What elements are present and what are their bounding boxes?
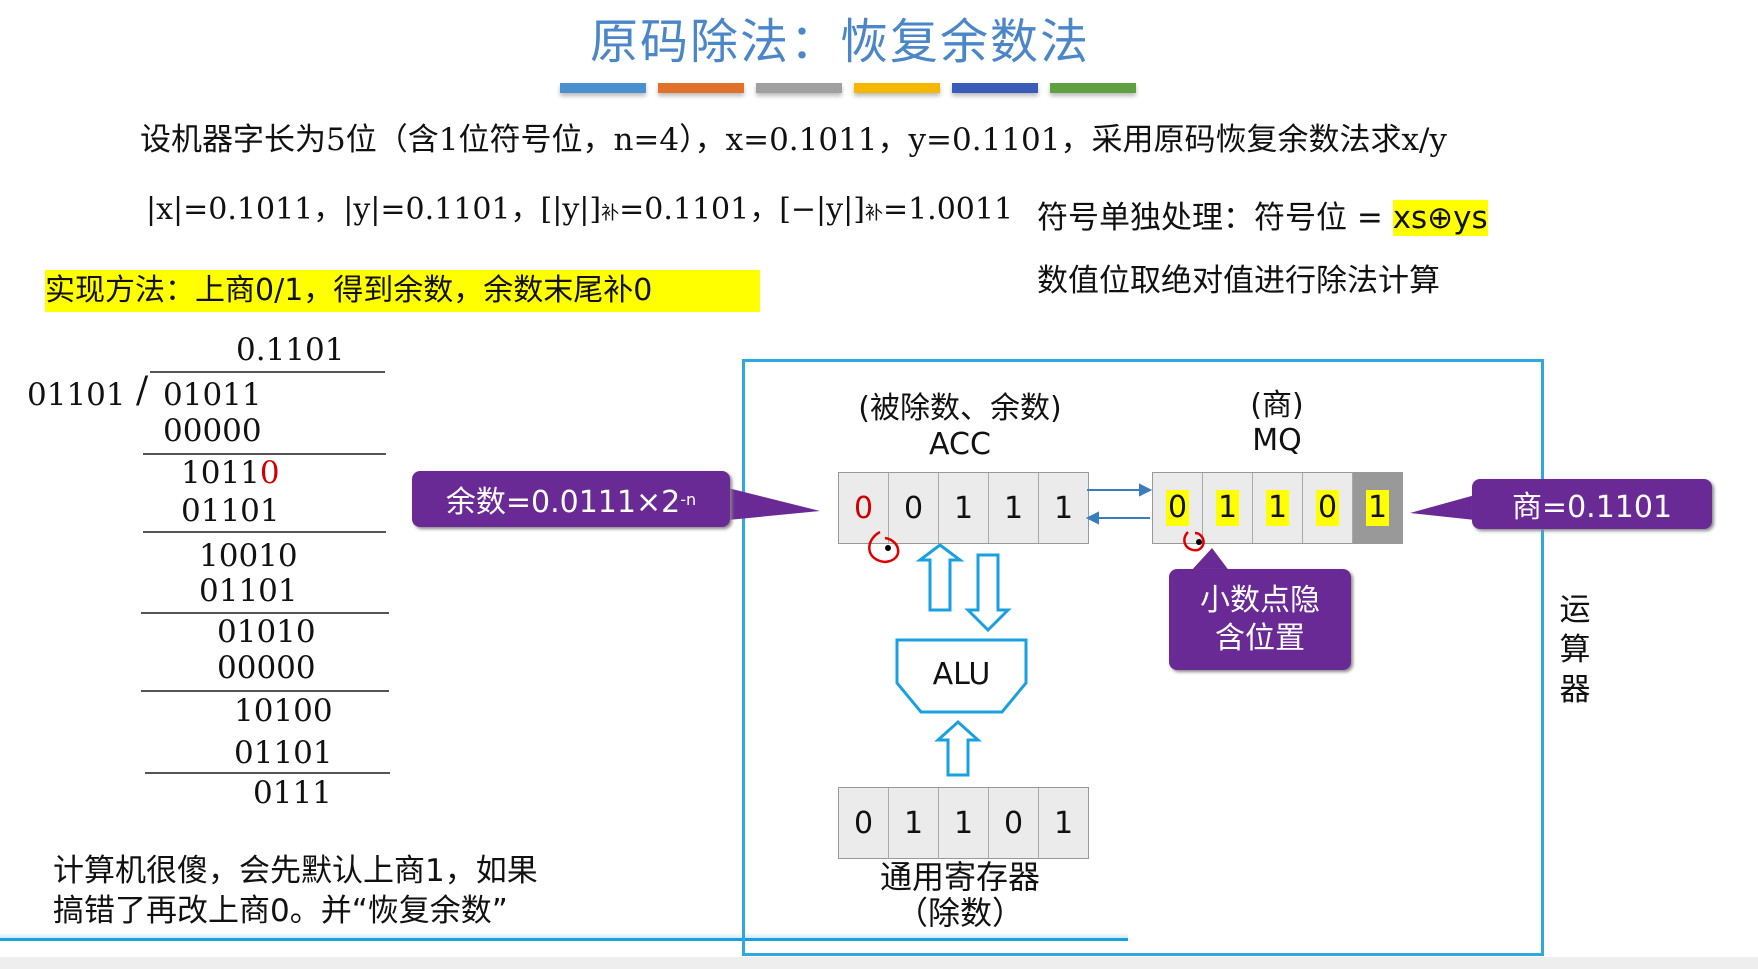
appended-zero: 0 <box>259 455 280 491</box>
division-bracket: / <box>136 370 149 411</box>
sub: 补 <box>864 203 883 224</box>
division-divisor: 01101 <box>27 377 126 413</box>
note-line: 搞错了再改上商0。并“恢复余数” <box>53 893 508 929</box>
acc-caption: (被除数、余数) <box>858 391 1062 426</box>
point-callout-line: 小数点隐 <box>1200 582 1320 618</box>
divider <box>150 371 385 373</box>
unit-label-char: 运 <box>1559 592 1591 628</box>
y-comp: [|y|] <box>540 192 602 227</box>
acc-bit: 1 <box>1039 473 1088 543</box>
mq-bit: 0 <box>1315 490 1340 526</box>
remainder-callout: 余数=0.0111×2-n <box>412 471 730 527</box>
alu-unit-frame <box>742 359 1544 956</box>
division-row: 01010 <box>217 614 316 650</box>
point-callout-line: 含位置 <box>1215 620 1305 656</box>
divider <box>145 772 390 774</box>
division-row: 1011 <box>181 455 260 491</box>
sub: 补 <box>601 203 620 224</box>
mq-caption: (商) <box>1250 388 1304 423</box>
gpr-bit: 1 <box>889 788 939 858</box>
y-comp-val: =0.1101， <box>619 192 780 227</box>
sign-formula: xs⊕ys <box>1392 200 1488 236</box>
division-row: 01101 <box>234 735 333 771</box>
abs-y: |y|=0.1101， <box>343 192 541 227</box>
acc-label: ACC <box>929 427 991 462</box>
color-bar <box>854 83 940 93</box>
color-bar <box>756 83 842 93</box>
alu-shape <box>895 638 1028 714</box>
arrow-down-icon <box>964 553 1012 633</box>
division-row: 10010 <box>199 538 298 574</box>
mq-bit: 1 <box>1365 490 1390 526</box>
divider <box>141 690 389 692</box>
quotient-callout: 商=0.1101 <box>1472 479 1712 529</box>
arrow-up-icon <box>934 719 982 777</box>
arrow-up-icon <box>915 543 965 612</box>
gpr-bit: 1 <box>939 788 989 858</box>
division-row: 10100 <box>234 693 333 729</box>
division-row: 01101 <box>199 573 298 609</box>
abs-x: |x|=0.1011， <box>146 192 344 227</box>
color-bar <box>658 83 744 93</box>
division-row: 00000 <box>217 650 316 686</box>
gpr-caption: （除数） <box>895 894 1024 932</box>
neg-y-comp-val: =1.0011 <box>882 192 1014 227</box>
unit-label: 运算器 <box>1555 590 1595 710</box>
point-callout: 小数点隐含位置 <box>1169 569 1351 670</box>
sign-text: 符号单独处理：符号位 = <box>1037 200 1393 236</box>
alu-label: ALU <box>932 657 991 692</box>
page-title: 原码除法：恢复余数法 <box>589 14 1090 70</box>
gpr-bit: 0 <box>839 788 889 858</box>
value-rule: 数值位取绝对值进行除法计算 <box>1037 263 1440 299</box>
operand-values: |x|=0.1011，|y|=0.1101，[|y|]补=0.1101，[−|y… <box>146 184 1013 228</box>
mq-bit: 1 <box>1215 490 1240 526</box>
divider <box>143 531 386 533</box>
note-line: 计算机很傻，会先默认上商1，如果 <box>53 853 538 889</box>
gpr-label: 通用寄存器 <box>879 858 1040 896</box>
acc-register: 0 0 1 1 1 <box>838 472 1089 544</box>
mq-register: 0 1 1 0 1 <box>1152 472 1403 544</box>
method-highlight: 实现方法：上商0/1，得到余数，余数末尾补0 <box>45 270 760 312</box>
remainder-exp: -n <box>680 489 697 509</box>
gpr-bit: 0 <box>989 788 1039 858</box>
unit-label-char: 器 <box>1559 672 1591 708</box>
acc-bit: 0 <box>889 473 939 543</box>
progress-overlay <box>0 933 1128 938</box>
mq-label: MQ <box>1252 423 1302 458</box>
acc-bit: 0 <box>839 473 889 543</box>
division-row: 01011 <box>163 377 262 413</box>
mq-bit: 0 <box>1165 490 1190 526</box>
sign-rule: 符号单独处理：符号位 = xs⊕ys <box>1037 192 1488 237</box>
divider <box>143 453 386 455</box>
division-row: 01101 <box>181 493 280 529</box>
divider <box>141 612 389 614</box>
division-quotient: 0.1101 <box>236 332 345 368</box>
gpr-bit: 1 <box>1039 788 1088 858</box>
color-bar <box>560 83 646 93</box>
unit-label-char: 算 <box>1559 632 1591 668</box>
acc-bit: 1 <box>939 473 989 543</box>
color-bar <box>1050 83 1136 93</box>
neg-y-comp: [−|y|] <box>779 192 865 227</box>
acc-bit: 1 <box>989 473 1039 543</box>
division-row: 00000 <box>163 413 262 449</box>
problem-statement: 设机器字长为5位（含1位符号位，n=4），x=0.1011，y=0.1101，采… <box>140 122 1447 158</box>
mq-bit: 1 <box>1265 490 1290 526</box>
color-bars <box>560 83 1136 93</box>
bottom-strip <box>0 957 1758 969</box>
division-remainder: 0111 <box>253 775 332 811</box>
progress-bar <box>0 938 1128 941</box>
color-bar <box>952 83 1038 93</box>
gpr-register: 0 1 1 0 1 <box>838 787 1089 859</box>
remainder-text: 余数=0.0111×2 <box>445 485 681 520</box>
